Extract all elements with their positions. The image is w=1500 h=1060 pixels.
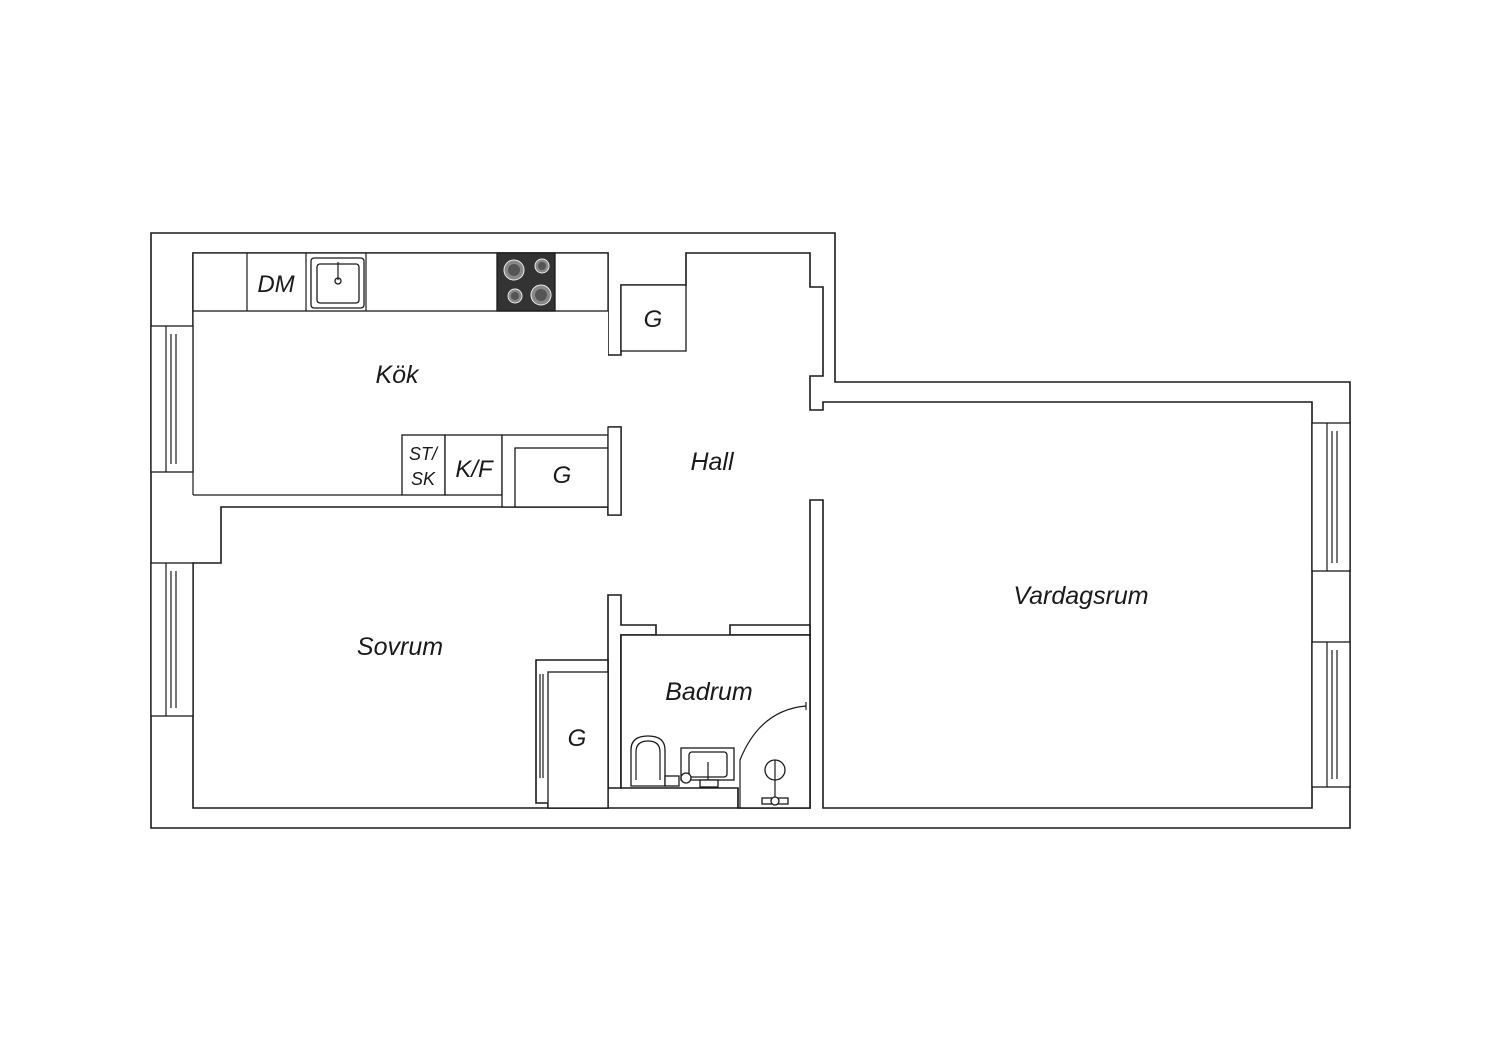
fridge-freezer xyxy=(444,434,503,496)
hall-label: Hall xyxy=(690,448,735,476)
living-room-label: Vardagsrum xyxy=(1013,582,1148,610)
living-room-window-top xyxy=(1311,422,1351,572)
bathroom-wall-right xyxy=(729,624,811,636)
kitchen-label: Kök xyxy=(375,361,420,389)
bedroom-wardrobe-label: G xyxy=(568,725,587,752)
bathroom-label: Badrum xyxy=(665,678,753,706)
fridge-freezer-label: K/F xyxy=(455,456,494,483)
stove-label-top: ST/ xyxy=(409,444,439,464)
bedroom-label: Sovrum xyxy=(357,633,443,661)
kitchen-wardrobe-label: G xyxy=(553,462,572,489)
sink-icon xyxy=(310,257,365,309)
shower-icon xyxy=(739,702,807,808)
hall-wall-stub xyxy=(607,426,622,516)
bedroom-wardrobe xyxy=(547,671,609,809)
stove-label-bottom: SK xyxy=(411,469,436,489)
stove-cabinet xyxy=(401,434,446,496)
toilet-icon xyxy=(630,735,680,787)
stove-icon xyxy=(496,252,556,312)
living-room-window-bottom xyxy=(1311,641,1351,788)
kitchen-wardrobe xyxy=(514,447,609,508)
kitchen-window xyxy=(150,325,194,473)
washbasin-icon xyxy=(680,747,735,788)
bedroom-window xyxy=(150,562,194,717)
dishwasher-label: DM xyxy=(257,271,294,298)
hall-wardrobe-label: G xyxy=(644,306,663,333)
hall-wardrobe xyxy=(620,284,687,352)
